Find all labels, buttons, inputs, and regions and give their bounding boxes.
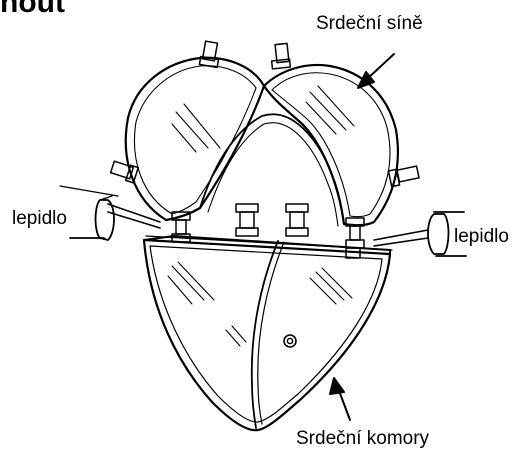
atria-shell: [126, 58, 398, 226]
atria-label: Srdeční síně: [316, 14, 423, 33]
ventricles-shell: [144, 236, 392, 430]
ventricles-label: Srdeční komory: [296, 429, 429, 448]
glue-label-right: lepidlo: [454, 227, 509, 246]
leader-arrows: [330, 54, 394, 420]
glue-applicator-left: [60, 186, 160, 240]
glue-label-left: lepidlo: [12, 209, 67, 228]
